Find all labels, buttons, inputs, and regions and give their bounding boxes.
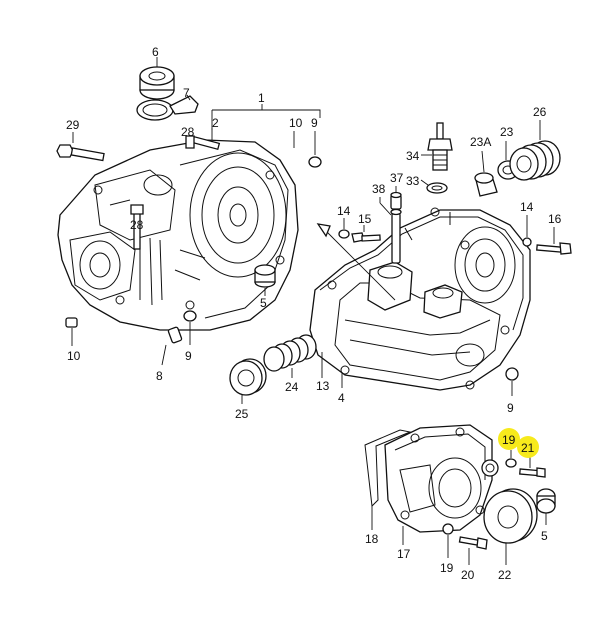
synchro-part-26	[509, 120, 561, 181]
label-21: 21	[521, 441, 535, 455]
label-20: 20	[461, 568, 475, 582]
label-28-lower: 28	[130, 218, 144, 232]
label-9-top: 9	[311, 116, 318, 130]
label-8: 8	[156, 369, 163, 383]
cap-part-5-left	[254, 264, 276, 296]
plug-part-10-left	[65, 317, 78, 346]
pin-part-8	[161, 326, 183, 366]
bolt-part-21	[519, 457, 546, 478]
label-14-left: 14	[337, 204, 351, 218]
label-15: 15	[358, 212, 372, 226]
label-25: 25	[235, 407, 249, 421]
label-5-right: 5	[541, 529, 548, 543]
label-14-right: 14	[520, 200, 534, 214]
clip-part-7	[136, 94, 199, 121]
plug-part-9-right	[505, 367, 519, 396]
seal-part-33	[420, 179, 448, 194]
label-23a: 23A	[470, 135, 491, 149]
plug-part-9-lower	[481, 459, 499, 477]
label-22: 22	[498, 568, 512, 582]
label-13: 13	[316, 379, 330, 393]
label-5-left: 5	[260, 296, 267, 310]
highlight-circle-21	[517, 436, 539, 458]
washer-part-19-upper	[505, 450, 517, 468]
label-10-left: 10	[67, 349, 81, 363]
bolt-part-28-lower	[130, 204, 144, 250]
label-23: 23	[500, 125, 514, 139]
label-2: 2	[212, 116, 219, 130]
label-1: 1	[258, 91, 265, 105]
label-6: 6	[152, 45, 159, 59]
leader-part-1	[211, 104, 321, 130]
washer-part-19-lower	[442, 523, 454, 558]
label-9-left: 9	[185, 349, 192, 363]
pin-part-38	[379, 197, 402, 264]
label-16: 16	[548, 212, 562, 226]
label-37: 37	[390, 171, 404, 185]
plug-part-9-left	[183, 310, 197, 345]
pulley-part-22	[483, 488, 538, 565]
label-19-lower: 19	[440, 561, 454, 575]
highlight-circle-19	[498, 428, 520, 450]
bolt-part-29	[56, 132, 105, 162]
label-18: 18	[365, 532, 379, 546]
label-29: 29	[66, 118, 80, 132]
bolt-part-28-upper	[185, 135, 221, 151]
label-9-right: 9	[507, 401, 514, 415]
flange-part-25	[229, 358, 267, 404]
label-33: 33	[406, 174, 420, 188]
bearing-part-6	[139, 57, 175, 100]
label-19-upper: 19	[502, 433, 516, 447]
label-10-top: 10	[289, 116, 303, 130]
label-17: 17	[397, 547, 411, 561]
bolt-part-20	[458, 536, 488, 565]
washer-part-14-left	[338, 218, 350, 239]
sender-part-34	[421, 122, 453, 171]
washer-part-14-right	[522, 215, 532, 247]
label-38: 38	[372, 182, 386, 196]
label-24: 24	[285, 380, 299, 394]
plug-part-9-top	[308, 131, 322, 168]
label-28-upper: 28	[181, 125, 195, 139]
gasket-part-18	[364, 429, 412, 530]
transmission-housing-left	[57, 139, 299, 331]
sleeve-part-23a	[474, 150, 498, 197]
label-4: 4	[338, 391, 345, 405]
label-26: 26	[533, 105, 547, 119]
plug-part-5-right	[536, 488, 556, 525]
bolt-part-16	[536, 227, 572, 255]
cover-part-17	[384, 424, 493, 545]
plug-part-37	[390, 186, 402, 210]
label-34: 34	[406, 149, 420, 163]
label-7: 7	[183, 86, 190, 100]
bolt-part-15	[351, 225, 381, 243]
springs-part-24	[263, 334, 317, 378]
